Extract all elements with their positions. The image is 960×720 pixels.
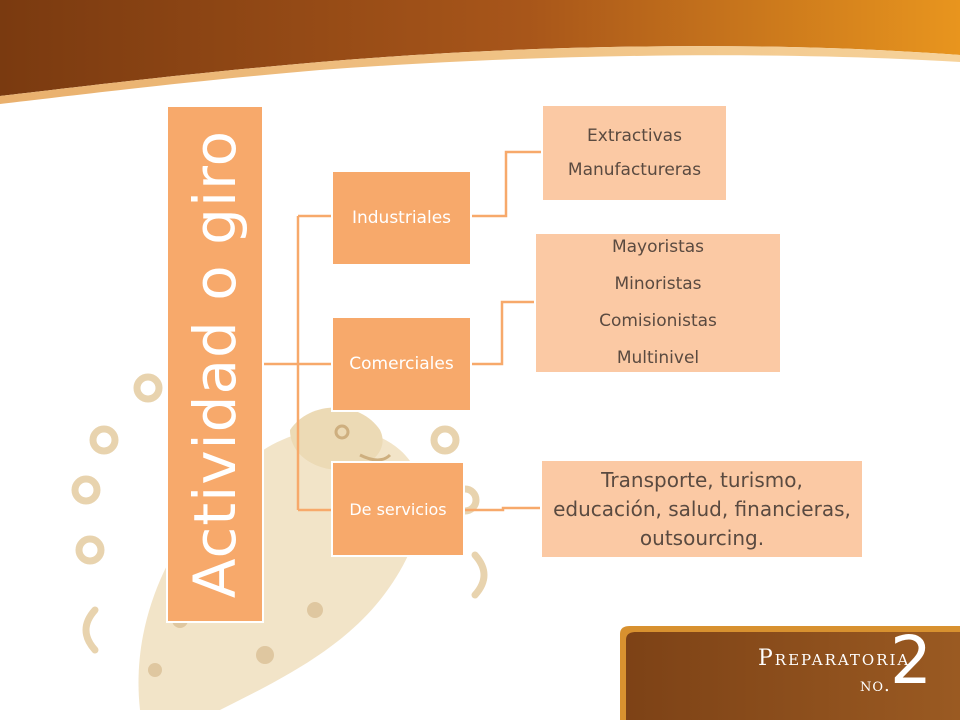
list-item: Multinivel xyxy=(616,348,700,368)
list-item: Extractivas xyxy=(587,126,682,146)
logo-background xyxy=(620,626,960,720)
category-servicios: De servicios xyxy=(331,461,465,557)
logo-text-no: no. xyxy=(860,675,891,696)
list-item: Comisionistas xyxy=(599,311,717,331)
root-label: Actividad o giro xyxy=(181,129,249,599)
logo-text: Preparatoria xyxy=(758,646,911,671)
category-industriales: Industriales xyxy=(331,170,472,266)
category-comerciales: Comerciales xyxy=(331,316,472,412)
top-banner xyxy=(0,0,960,104)
connector-comerciales-list xyxy=(472,300,534,366)
list-item: Minoristas xyxy=(614,274,702,294)
root-node: Actividad o giro xyxy=(166,105,264,623)
industriales-list: Extractivas Manufactureras xyxy=(541,104,728,202)
comerciales-list: Mayoristas Minoristas Comisionistas Mult… xyxy=(534,232,782,374)
logo-number: 2 xyxy=(890,622,932,699)
servicios-description: Transporte, turismo, educación, salud, f… xyxy=(540,459,864,559)
list-item: Manufactureras xyxy=(567,160,702,180)
connector-industriales-list xyxy=(472,150,541,218)
list-item: Mayoristas xyxy=(611,237,705,257)
